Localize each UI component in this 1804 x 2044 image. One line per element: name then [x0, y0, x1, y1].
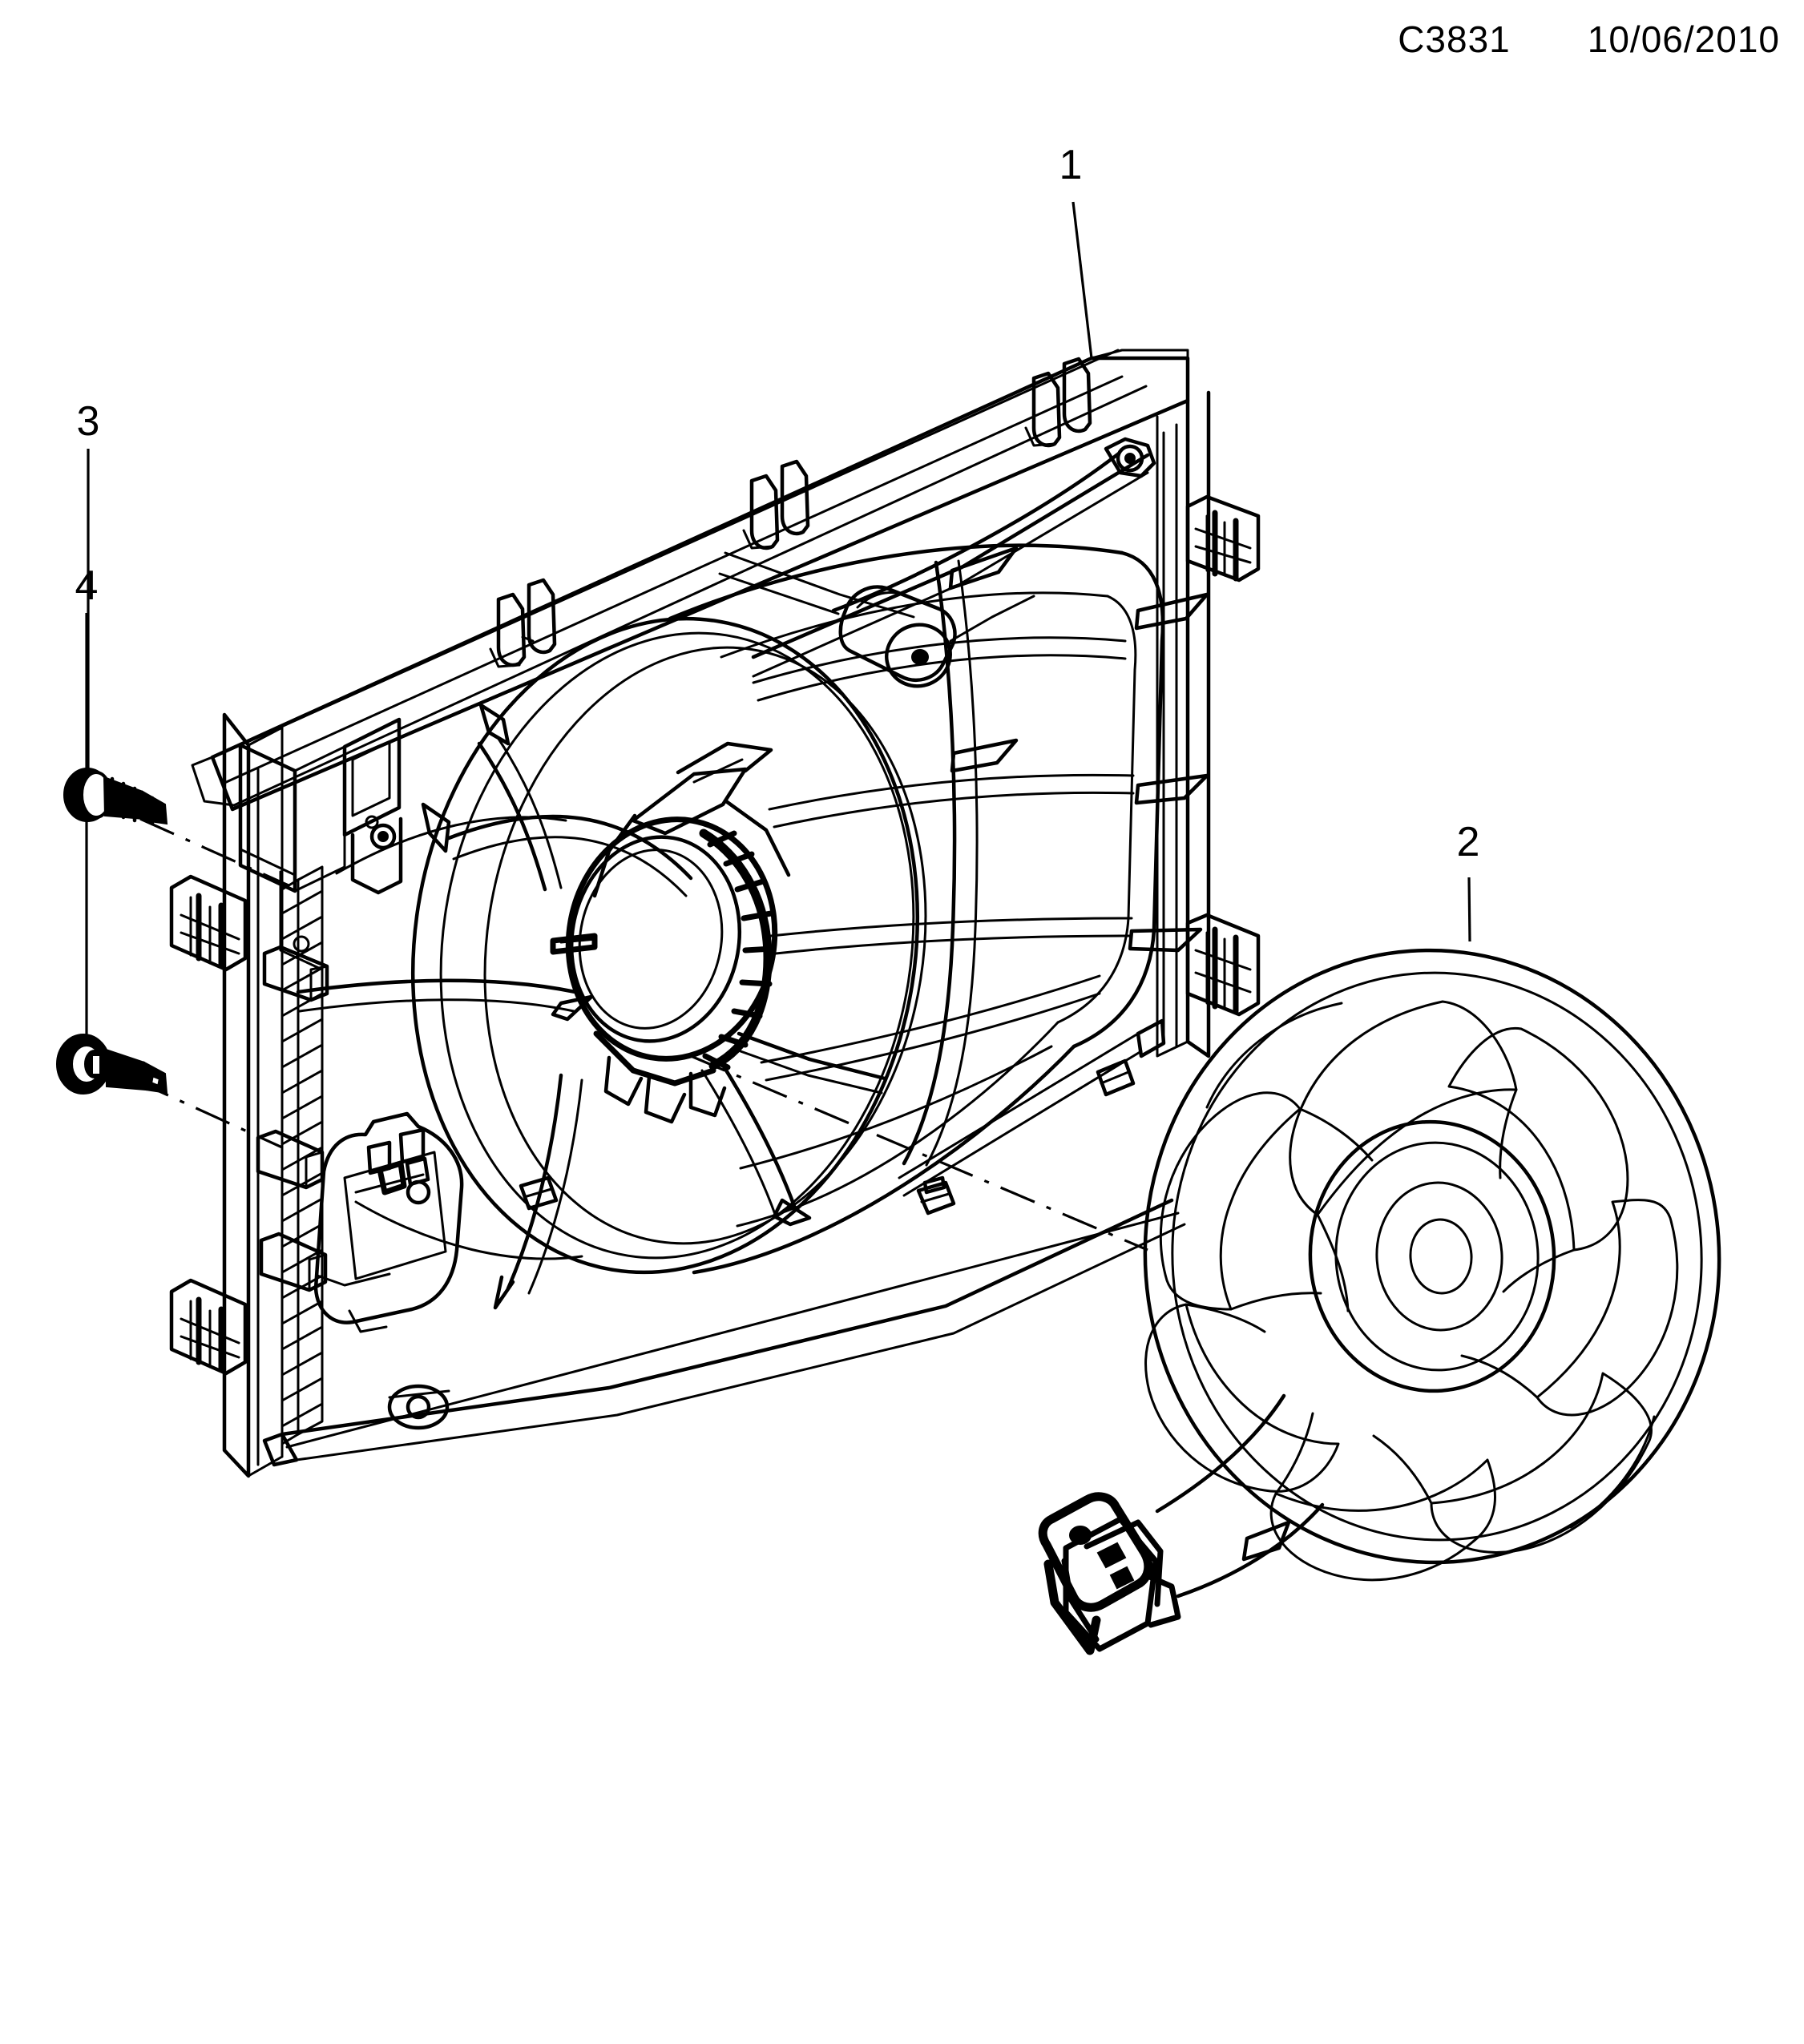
shroud-upper-left-mount-plate — [238, 717, 403, 971]
callout-number-1: 1 — [1059, 142, 1083, 188]
left-mount-lug-lower — [169, 1278, 248, 1376]
leader-line-2 — [1467, 877, 1471, 942]
fan-hub — [1308, 1119, 1556, 1393]
screw-lower — [56, 1034, 168, 1095]
radiator-core-fins — [280, 865, 324, 1445]
shroud-barrel-cage — [668, 543, 1209, 1275]
shroud-mid-right-tab — [1096, 1058, 1136, 1097]
fan-blades — [1144, 1000, 1679, 1582]
barrel-bottom-feet — [519, 1175, 956, 1216]
radiator-left-side-rail — [222, 712, 284, 1478]
centerline-fan-axis — [690, 1054, 1148, 1252]
right-mount-lug-upper — [1185, 494, 1261, 583]
leader-line-1 — [1072, 201, 1093, 359]
radiator-right-side-rail — [1156, 390, 1211, 1058]
radiator-shroud-assembly — [169, 349, 1261, 1478]
left-rail-clip-tabs — [262, 945, 329, 1002]
shroud-lower-left-bracket — [313, 1111, 464, 1333]
shroud-face-ribs — [296, 703, 812, 1310]
rail-clip-pair-mid — [742, 459, 810, 550]
fan-electrical-connector — [1038, 1393, 1325, 1655]
cooling-fan-blade — [1038, 948, 1721, 1655]
right-mount-lug-lower — [1185, 913, 1261, 1017]
radiator-bottom-rail — [262, 1198, 1186, 1467]
upper-rail — [191, 349, 1190, 812]
left-mount-lug-upper — [169, 874, 248, 972]
left-rail-clip-tab-lower — [259, 1232, 328, 1292]
leader-lines — [85, 201, 1471, 1038]
shroud-fan-ring — [410, 616, 927, 1275]
callout-number-3: 3 — [76, 398, 100, 445]
centerline-screw-3 — [139, 817, 289, 887]
centerlines — [134, 817, 1148, 1252]
drawing-date: 10/06/2010 — [1587, 18, 1780, 60]
drawing-number: C3831 — [1398, 18, 1511, 60]
sheet-header: C3831 10/06/2010 — [1398, 18, 1780, 61]
shroud-motor-hub — [550, 741, 887, 1124]
callout-number-2: 2 — [1456, 819, 1480, 865]
shroud-diagonal-supports — [718, 437, 1156, 678]
screw-upper — [63, 768, 168, 826]
rail-clip-pair-right — [1024, 357, 1092, 448]
rail-clip-pair-left — [489, 578, 557, 668]
callout-number-4: 4 — [75, 562, 99, 609]
